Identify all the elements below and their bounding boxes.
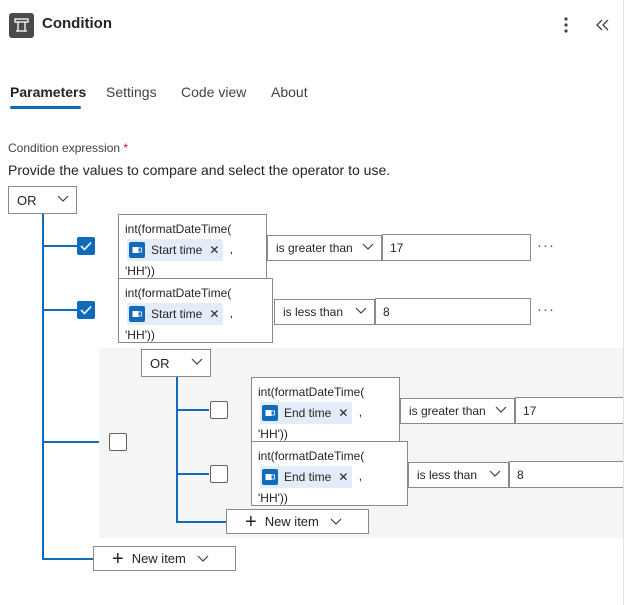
row-2-checkbox[interactable] xyxy=(77,301,95,319)
chevron-down-icon xyxy=(362,243,374,250)
outlook-icon xyxy=(129,242,145,258)
tab-settings[interactable]: Settings xyxy=(106,84,157,100)
tree-branch xyxy=(176,409,209,411)
dynamic-content-token[interactable]: Start time ✕ xyxy=(127,239,224,261)
row-2-value-input[interactable]: 8 xyxy=(375,298,531,325)
tree-branch xyxy=(42,558,94,560)
outlook-icon xyxy=(129,306,145,322)
collapse-panel-icon[interactable] xyxy=(592,14,614,36)
tree-branch xyxy=(176,521,226,523)
checkmark-icon xyxy=(80,241,92,251)
remove-token-icon[interactable]: ✕ xyxy=(338,470,349,484)
active-tab-indicator xyxy=(10,106,81,109)
panel-border xyxy=(623,0,624,605)
plus-icon: + xyxy=(245,510,257,533)
tree-line xyxy=(176,377,178,522)
row-1-value-input[interactable]: 17 xyxy=(382,234,531,261)
chevron-down-icon xyxy=(191,358,203,365)
condition-icon xyxy=(9,13,34,38)
row-1-operator-dropdown[interactable]: is greater than xyxy=(267,235,382,261)
row-1-expression[interactable]: int(formatDateTime( Start time ✕ , 'HH')… xyxy=(118,214,267,279)
tab-parameters[interactable]: Parameters xyxy=(10,84,87,100)
root-operator-dropdown[interactable]: OR xyxy=(8,186,77,214)
group-row-2-expression[interactable]: int(formatDateTime( End time ✕ , 'HH')) xyxy=(251,441,408,506)
group-row-2-operator-dropdown[interactable]: is less than xyxy=(408,462,509,488)
dynamic-content-token[interactable]: End time ✕ xyxy=(260,402,353,424)
row-2-operator-dropdown[interactable]: is less than xyxy=(274,299,375,325)
group-new-item-button[interactable]: + New item xyxy=(226,509,369,534)
group-checkbox[interactable] xyxy=(109,433,127,451)
group-row-2-checkbox[interactable] xyxy=(210,465,228,483)
tree-branch xyxy=(42,309,78,311)
outlook-icon xyxy=(262,469,278,485)
group-row-2-value-input[interactable]: 8 xyxy=(509,461,623,488)
outlook-icon xyxy=(262,405,278,421)
chevron-down-icon xyxy=(197,555,209,562)
tab-code-view[interactable]: Code view xyxy=(181,84,247,100)
group-row-1-operator-dropdown[interactable]: is greater than xyxy=(400,398,515,424)
chevron-down-icon xyxy=(489,470,501,477)
condition-description: Provide the values to compare and select… xyxy=(8,162,391,178)
remove-token-icon[interactable]: ✕ xyxy=(338,406,349,420)
row-1-more-options[interactable]: ··· xyxy=(537,237,555,254)
tree-branch xyxy=(176,473,209,475)
checkmark-icon xyxy=(80,305,92,315)
dynamic-content-token[interactable]: Start time ✕ xyxy=(127,303,224,325)
tree-branch xyxy=(42,441,99,443)
tree-branch xyxy=(42,245,78,247)
row-2-more-options[interactable]: ··· xyxy=(537,301,555,318)
group-operator-dropdown[interactable]: OR xyxy=(141,349,211,377)
row-1-checkbox[interactable] xyxy=(77,237,95,255)
group-row-1-expression[interactable]: int(formatDateTime( End time ✕ , 'HH')) xyxy=(251,377,400,442)
remove-token-icon[interactable]: ✕ xyxy=(209,243,220,257)
group-row-1-checkbox[interactable] xyxy=(210,401,228,419)
remove-token-icon[interactable]: ✕ xyxy=(209,307,220,321)
dynamic-content-token[interactable]: End time ✕ xyxy=(260,466,353,488)
new-item-button[interactable]: + New item xyxy=(93,546,236,571)
group-row-1-value-input[interactable]: 17 xyxy=(515,397,623,424)
chevron-down-icon xyxy=(495,406,507,413)
panel-title: Condition xyxy=(42,15,112,32)
row-2-expression[interactable]: int(formatDateTime( Start time ✕ , 'HH')… xyxy=(118,278,273,343)
tab-about[interactable]: About xyxy=(271,84,308,100)
chevron-down-icon xyxy=(57,195,69,202)
required-mark: * xyxy=(123,141,129,155)
chevron-down-icon xyxy=(355,307,367,314)
chevron-down-icon xyxy=(330,518,342,525)
plus-icon: + xyxy=(112,547,124,570)
tree-line xyxy=(42,214,44,559)
more-options-icon[interactable] xyxy=(556,14,576,36)
condition-expression-label: Condition expression * xyxy=(8,141,129,155)
